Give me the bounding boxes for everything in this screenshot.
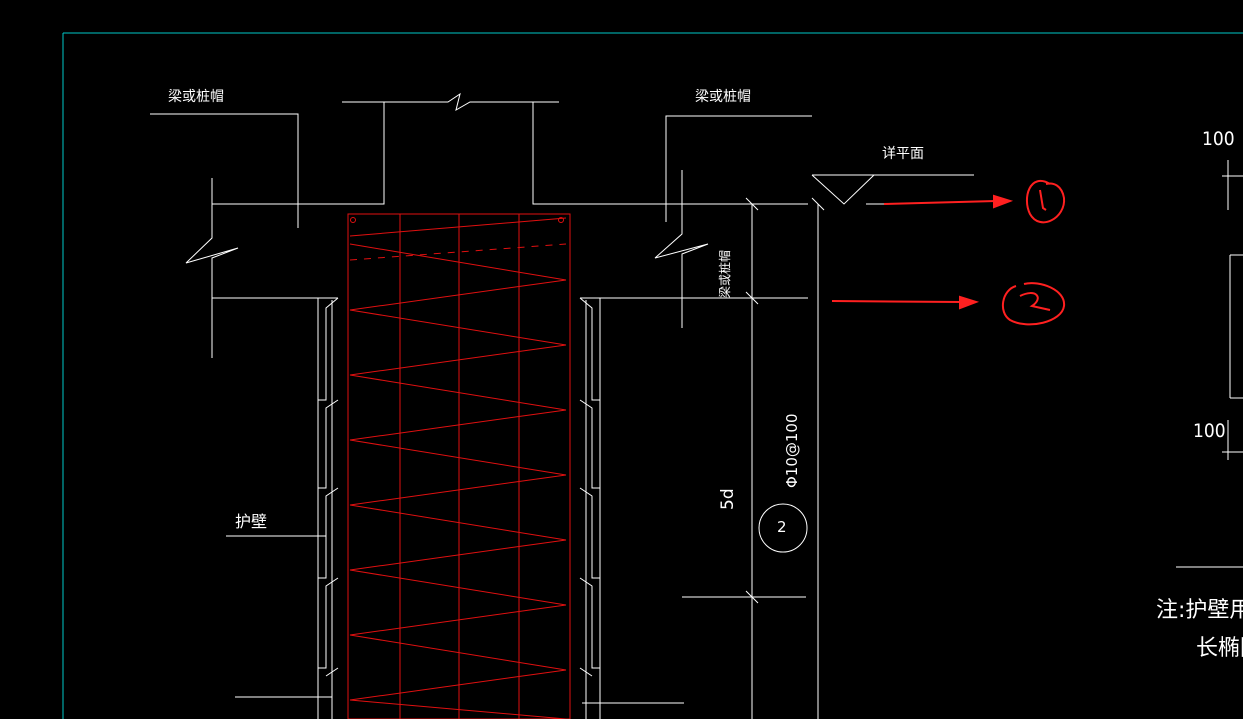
label-rebar-spec: Φ10@100 (783, 413, 801, 488)
markup-annotations (831, 180, 1066, 326)
note-line-2: 长椭圆桩 (1196, 636, 1243, 661)
label-beam-left: 梁或桩帽 (168, 89, 224, 105)
structure-linework (150, 92, 1243, 719)
dimension-top: 100 (1202, 128, 1235, 150)
drawing-frame (62, 32, 1243, 719)
label-beam-right: 梁或桩帽 (695, 89, 751, 105)
note-line-1: 注:护壁用于土 (1156, 598, 1243, 623)
label-ground-level: 详平面 (882, 146, 924, 162)
label-anchor-length: 5d (718, 488, 738, 510)
rebar-cage (347, 213, 571, 719)
label-beam-vertical: 梁或桩帽 (718, 249, 732, 298)
dimension-mid: 100 (1193, 420, 1226, 442)
bubble-number: 2 (777, 518, 787, 536)
label-retaining-wall: 护壁 (235, 512, 268, 531)
